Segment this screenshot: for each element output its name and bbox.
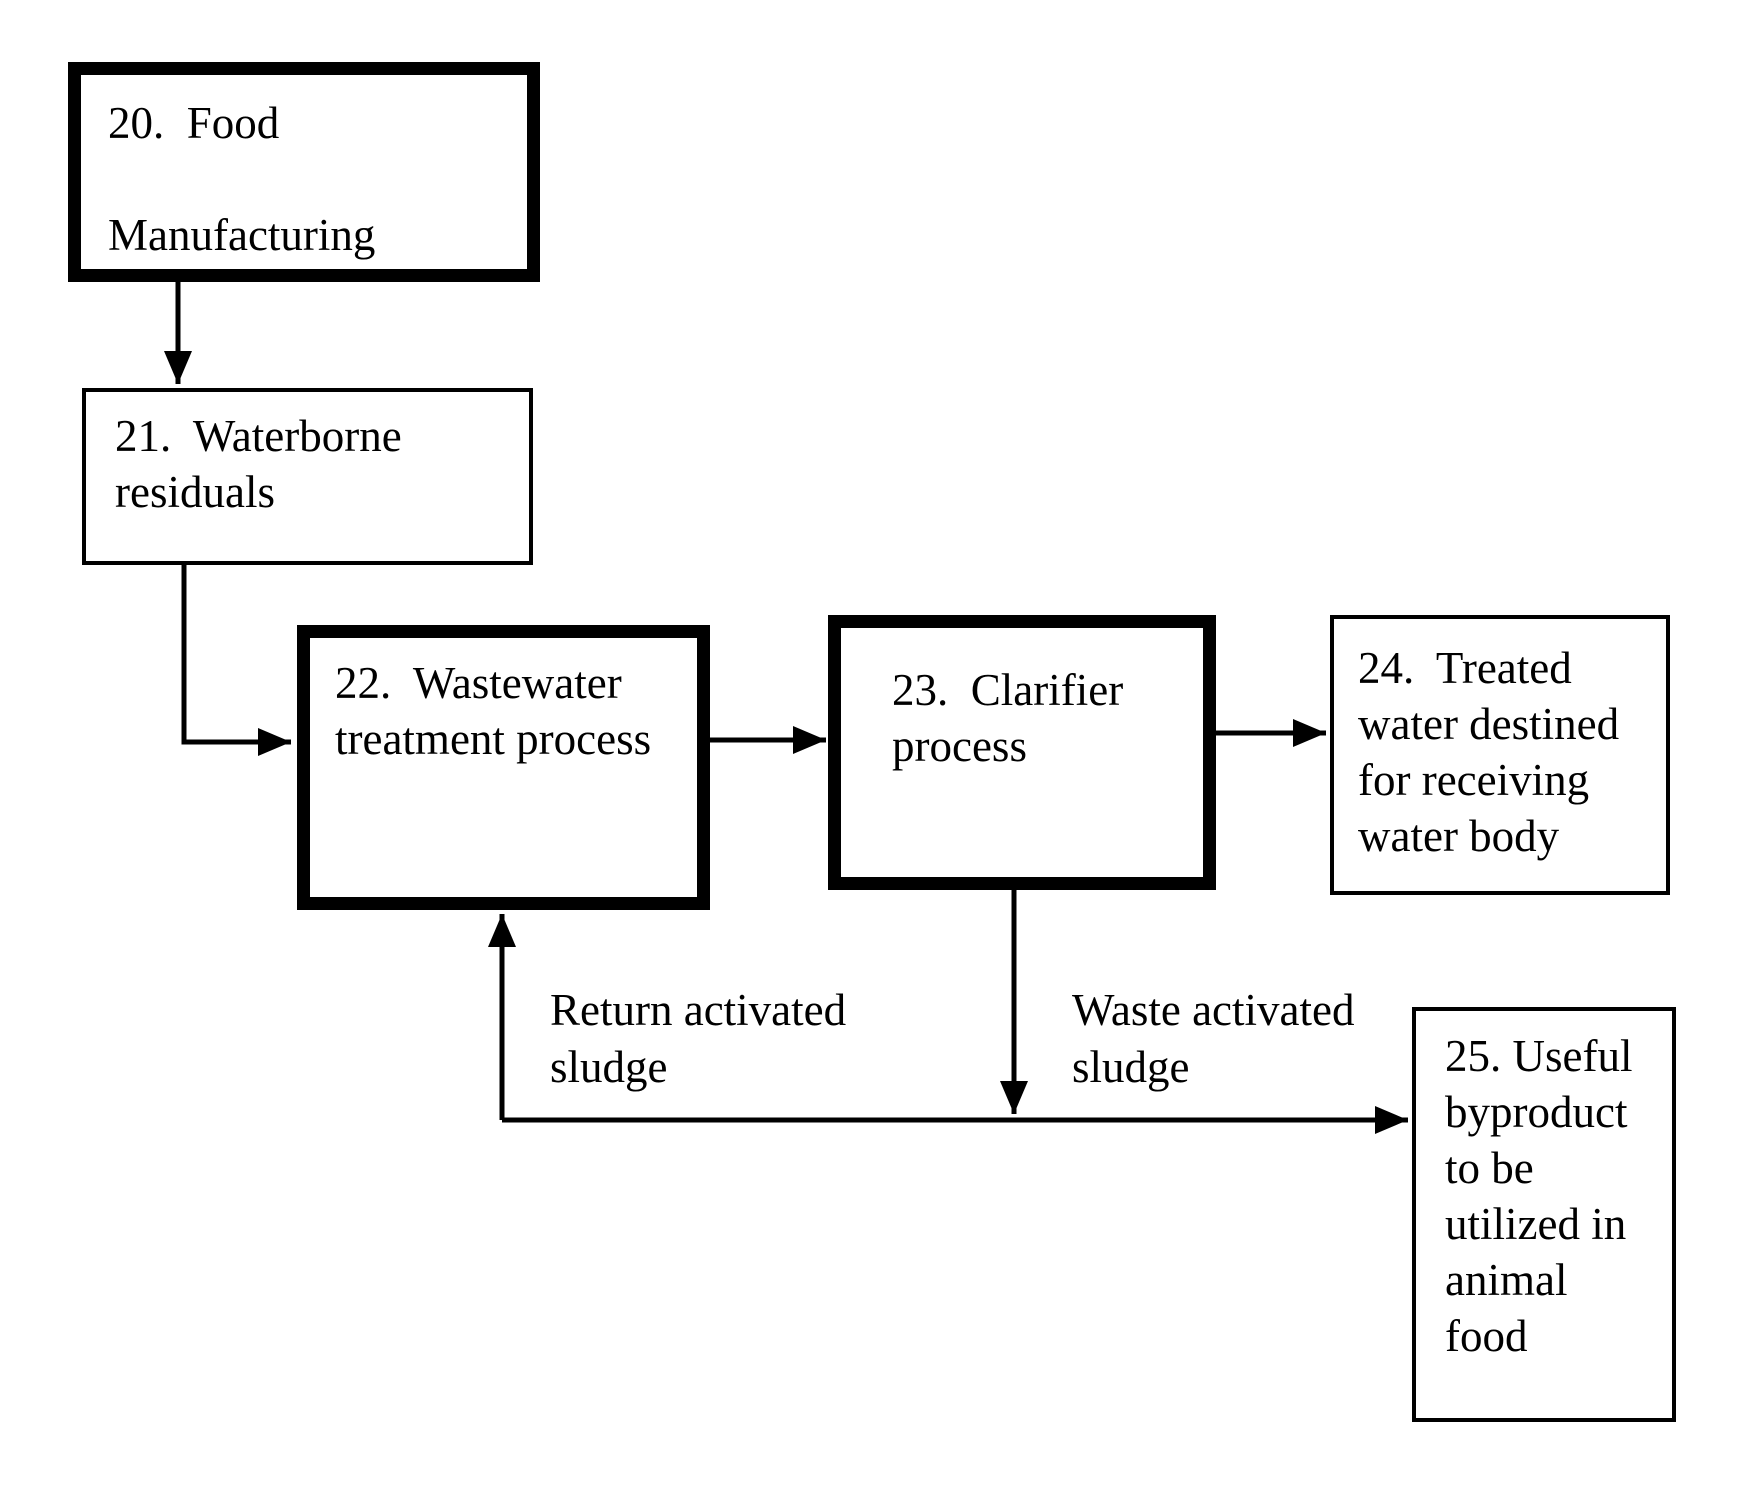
label-return-activated-sludge: Return activated sludge — [550, 985, 847, 1092]
box-food-manufacturing: 20. Food Manufacturing — [68, 62, 540, 282]
box-wastewater-treatment-process: 22. Wastewater treatment process — [297, 625, 710, 910]
box-waterborne-residuals: 21. Waterborne residuals — [82, 388, 533, 565]
box-useful-byproduct: 25. Useful byproduct to be utilized in a… — [1412, 1007, 1676, 1422]
arrow-residuals-to-treatment — [181, 565, 291, 756]
label-waste-activated-sludge: Waste activated sludge — [1072, 985, 1355, 1092]
box-treated-water: 24. Treated water destined for receiving… — [1330, 615, 1670, 895]
box-clarifier-process: 23. Clarifier process — [828, 615, 1216, 890]
